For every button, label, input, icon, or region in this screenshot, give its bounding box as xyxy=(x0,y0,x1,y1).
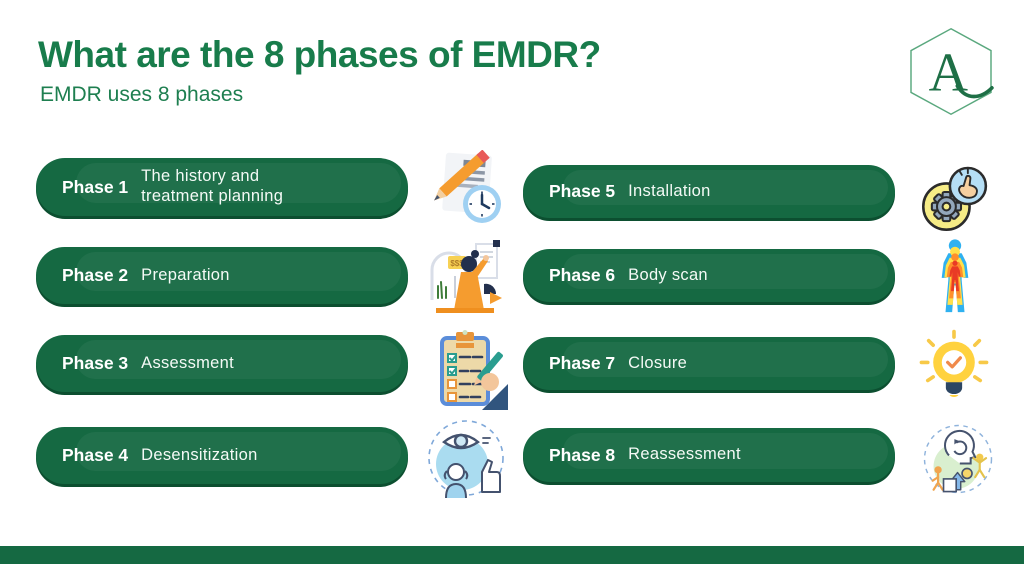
phase-6-text: Body scan xyxy=(628,265,708,284)
lightbulb-check-icon xyxy=(916,328,992,409)
phase-2-text: Preparation xyxy=(141,265,230,284)
eye-movement-icon xyxy=(424,416,508,503)
phase-8-text: Reassessment xyxy=(628,445,741,464)
phase-2-pill: Phase 2 Preparation xyxy=(36,247,408,304)
phase-7-label: Phase 7 xyxy=(549,353,616,373)
thermal-body-icon xyxy=(936,237,974,320)
phase-5-pill: Phase 5 Installation xyxy=(523,165,895,218)
phase-3-pill: Phase 3 Assessment xyxy=(36,335,408,392)
checklist-clipboard-icon xyxy=(428,330,508,415)
phase-4-pill: Phase 4 Desensitization xyxy=(36,427,408,484)
hexagon-a-logo-icon: A xyxy=(910,27,994,116)
footer-accent-bar xyxy=(0,546,1024,564)
phase-1-label: Phase 1 xyxy=(62,176,129,197)
phase-6-label: Phase 6 xyxy=(549,265,616,285)
phase-5-text: Installation xyxy=(628,181,711,200)
counselor-whiteboard-icon: $$$ xyxy=(424,236,506,319)
page-title: What are the 8 phases of EMDR? xyxy=(38,34,601,75)
phase-5-label: Phase 5 xyxy=(549,181,616,201)
phase-8-pill: Phase 8 Reassessment xyxy=(523,428,895,482)
phase-2-label: Phase 2 xyxy=(62,265,129,285)
gear-click-icon xyxy=(918,162,992,239)
phase-6-pill: Phase 6 Body scan xyxy=(523,249,895,302)
phase-3-label: Phase 3 xyxy=(62,353,129,373)
phase-7-pill: Phase 7 Closure xyxy=(523,337,895,390)
svg-text:$$$: $$$ xyxy=(450,259,464,268)
phase-1-text: The history and treatment planning xyxy=(141,167,284,205)
phase-1-pill: Phase 1 The history and treatment planni… xyxy=(36,158,408,216)
phase-8-label: Phase 8 xyxy=(549,444,616,465)
phase-3-text: Assessment xyxy=(141,353,235,372)
document-pencil-clock-icon xyxy=(420,149,506,233)
brand-logo: A xyxy=(901,24,1001,119)
phase-4-text: Desensitization xyxy=(141,445,258,464)
phase-7-text: Closure xyxy=(628,353,688,372)
mind-progress-icon xyxy=(920,420,996,503)
phase-4-label: Phase 4 xyxy=(62,445,129,465)
page-subtitle: EMDR uses 8 phases xyxy=(40,83,244,106)
